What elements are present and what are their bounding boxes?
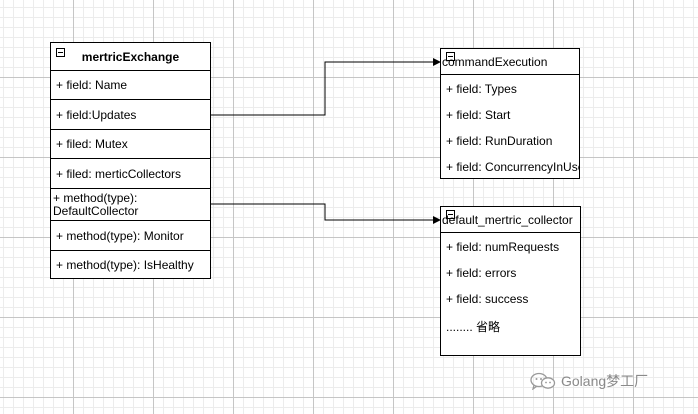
collapse-icon[interactable] xyxy=(446,210,455,219)
mertric-exchange-title: mertricExchange xyxy=(81,49,180,64)
class-row[interactable]: + method(type): Monitor xyxy=(51,220,210,250)
default-mertric-collector-class[interactable]: default_mertric_collector + field: numRe… xyxy=(440,206,581,356)
class-row[interactable]: + method(type): IsHealthy xyxy=(51,250,210,278)
updates-to-command-connector xyxy=(211,58,441,116)
class-row[interactable]: + field: numRequests xyxy=(446,240,560,254)
watermark: Golang梦工厂 xyxy=(530,372,648,390)
class-row[interactable]: ........ 省略 xyxy=(446,319,501,334)
command-execution-header: commandExecution xyxy=(441,49,579,75)
mertric-exchange-header: mertricExchange xyxy=(51,43,210,71)
class-row[interactable]: + field: RunDuration xyxy=(446,134,553,148)
default-mertric-collector-title: default_mertric_collector xyxy=(442,212,573,227)
command-execution-title: commandExecution xyxy=(442,54,548,69)
class-row[interactable]: + field: errors xyxy=(446,266,517,280)
class-row[interactable]: + field: Types xyxy=(446,82,517,96)
class-row[interactable]: + field:Updates xyxy=(51,99,210,129)
class-row[interactable]: + field: Name xyxy=(56,77,128,92)
command-execution-class[interactable]: commandExecution + field: Types + field:… xyxy=(440,48,580,179)
class-row[interactable]: + field: ConcurrencyInUse xyxy=(446,160,580,174)
class-row[interactable]: + field: Start xyxy=(446,108,511,122)
class-row[interactable]: + field: success xyxy=(446,292,529,306)
watermark-text: Golang梦工厂 xyxy=(561,373,649,389)
defaultcollector-to-collector-connector xyxy=(211,203,441,224)
wechat-icon xyxy=(530,372,556,390)
class-row[interactable]: + filed: Mutex xyxy=(51,129,210,158)
class-row[interactable]: + filed: merticCollectors xyxy=(51,158,210,188)
mertric-exchange-class[interactable]: mertricExchange + field: Name + field:Up… xyxy=(50,42,211,279)
class-row[interactable]: + method(type): DefaultCollector xyxy=(51,188,210,220)
collapse-icon[interactable] xyxy=(446,52,455,61)
collapse-icon[interactable] xyxy=(56,48,65,57)
default-mertric-collector-header: default_mertric_collector xyxy=(441,207,580,233)
